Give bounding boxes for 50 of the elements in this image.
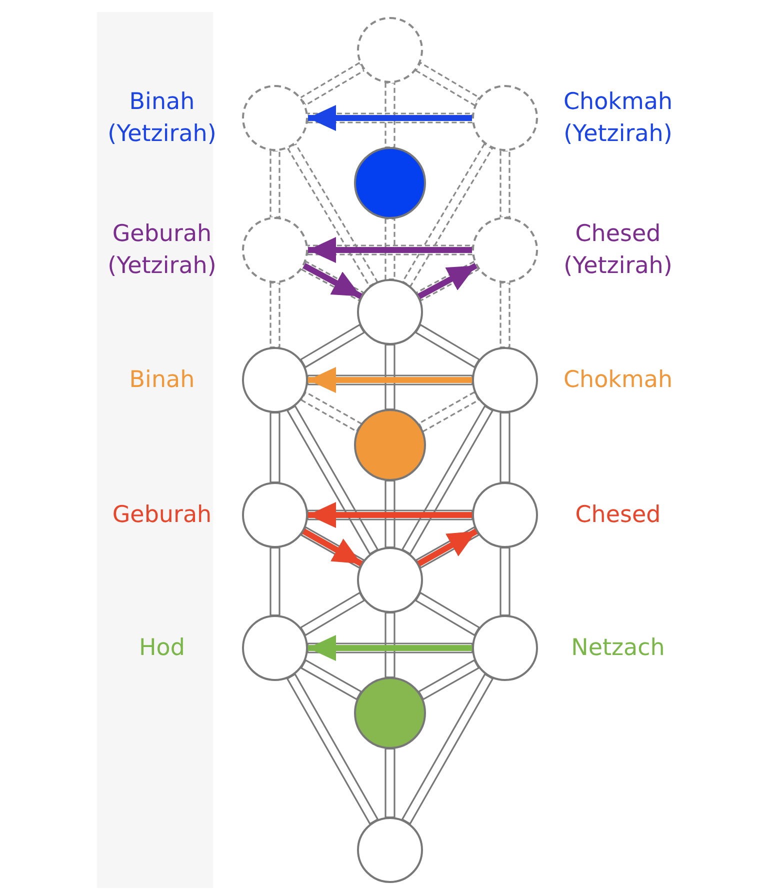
- tree-path: [270, 412, 280, 484]
- tree-path: [500, 412, 510, 484]
- tree-path: [500, 150, 510, 218]
- sephirah-name: Chesed (Yetzirah): [562, 220, 674, 281]
- tree-path: [384, 218, 396, 280]
- tree-path: [300, 62, 366, 106]
- sephirah-name: Geburah: [111, 501, 213, 530]
- arrow: [308, 237, 472, 263]
- tree-path: [384, 480, 396, 548]
- tree-path: [286, 405, 379, 555]
- tree-path: [300, 592, 366, 636]
- tree-path: [286, 142, 378, 288]
- tree-path: [414, 62, 480, 106]
- tree-path: [306, 642, 474, 654]
- sephirah-name: Geburah (Yetzirah): [106, 220, 218, 281]
- tree-path: [401, 673, 494, 825]
- sephirah-name: Binah: [128, 366, 196, 395]
- tree-path: [300, 391, 362, 432]
- tree-path: [384, 344, 396, 410]
- tree-path: [401, 405, 494, 555]
- tree-path: [306, 510, 474, 520]
- tree-path: [300, 659, 362, 700]
- sephirah-circle: [357, 547, 423, 613]
- tree-path: [270, 282, 280, 348]
- tree-path: [300, 324, 366, 368]
- sephirah-name: Netzach: [570, 634, 666, 663]
- tree-path: [402, 142, 494, 288]
- tree-path: [306, 374, 474, 386]
- tree-path: [306, 112, 474, 124]
- sephirah-name: Chesed: [574, 501, 662, 530]
- tree-path: [500, 282, 510, 348]
- tree-path: [384, 748, 396, 818]
- tree-path: [500, 546, 510, 616]
- tree-path: [306, 244, 474, 256]
- tree-path: [270, 150, 280, 218]
- sephirah-name: Hod: [138, 634, 186, 663]
- sephirah-name: Chokmah: [562, 366, 674, 395]
- tree-path: [384, 612, 396, 678]
- sephirah-circle: [357, 279, 423, 345]
- tree-path: [384, 82, 396, 148]
- sephirah-name: Chokmah (Yetzirah): [562, 88, 674, 149]
- tree-path: [270, 546, 280, 616]
- tree-path: [418, 391, 480, 432]
- tree-path: [286, 673, 379, 825]
- tree-path: [418, 659, 480, 700]
- arrow: [308, 502, 472, 528]
- sephirah-name: Binah (Yetzirah): [106, 88, 218, 149]
- tree-path: [414, 592, 480, 636]
- tree-path: [414, 324, 480, 368]
- arrow: [308, 105, 472, 131]
